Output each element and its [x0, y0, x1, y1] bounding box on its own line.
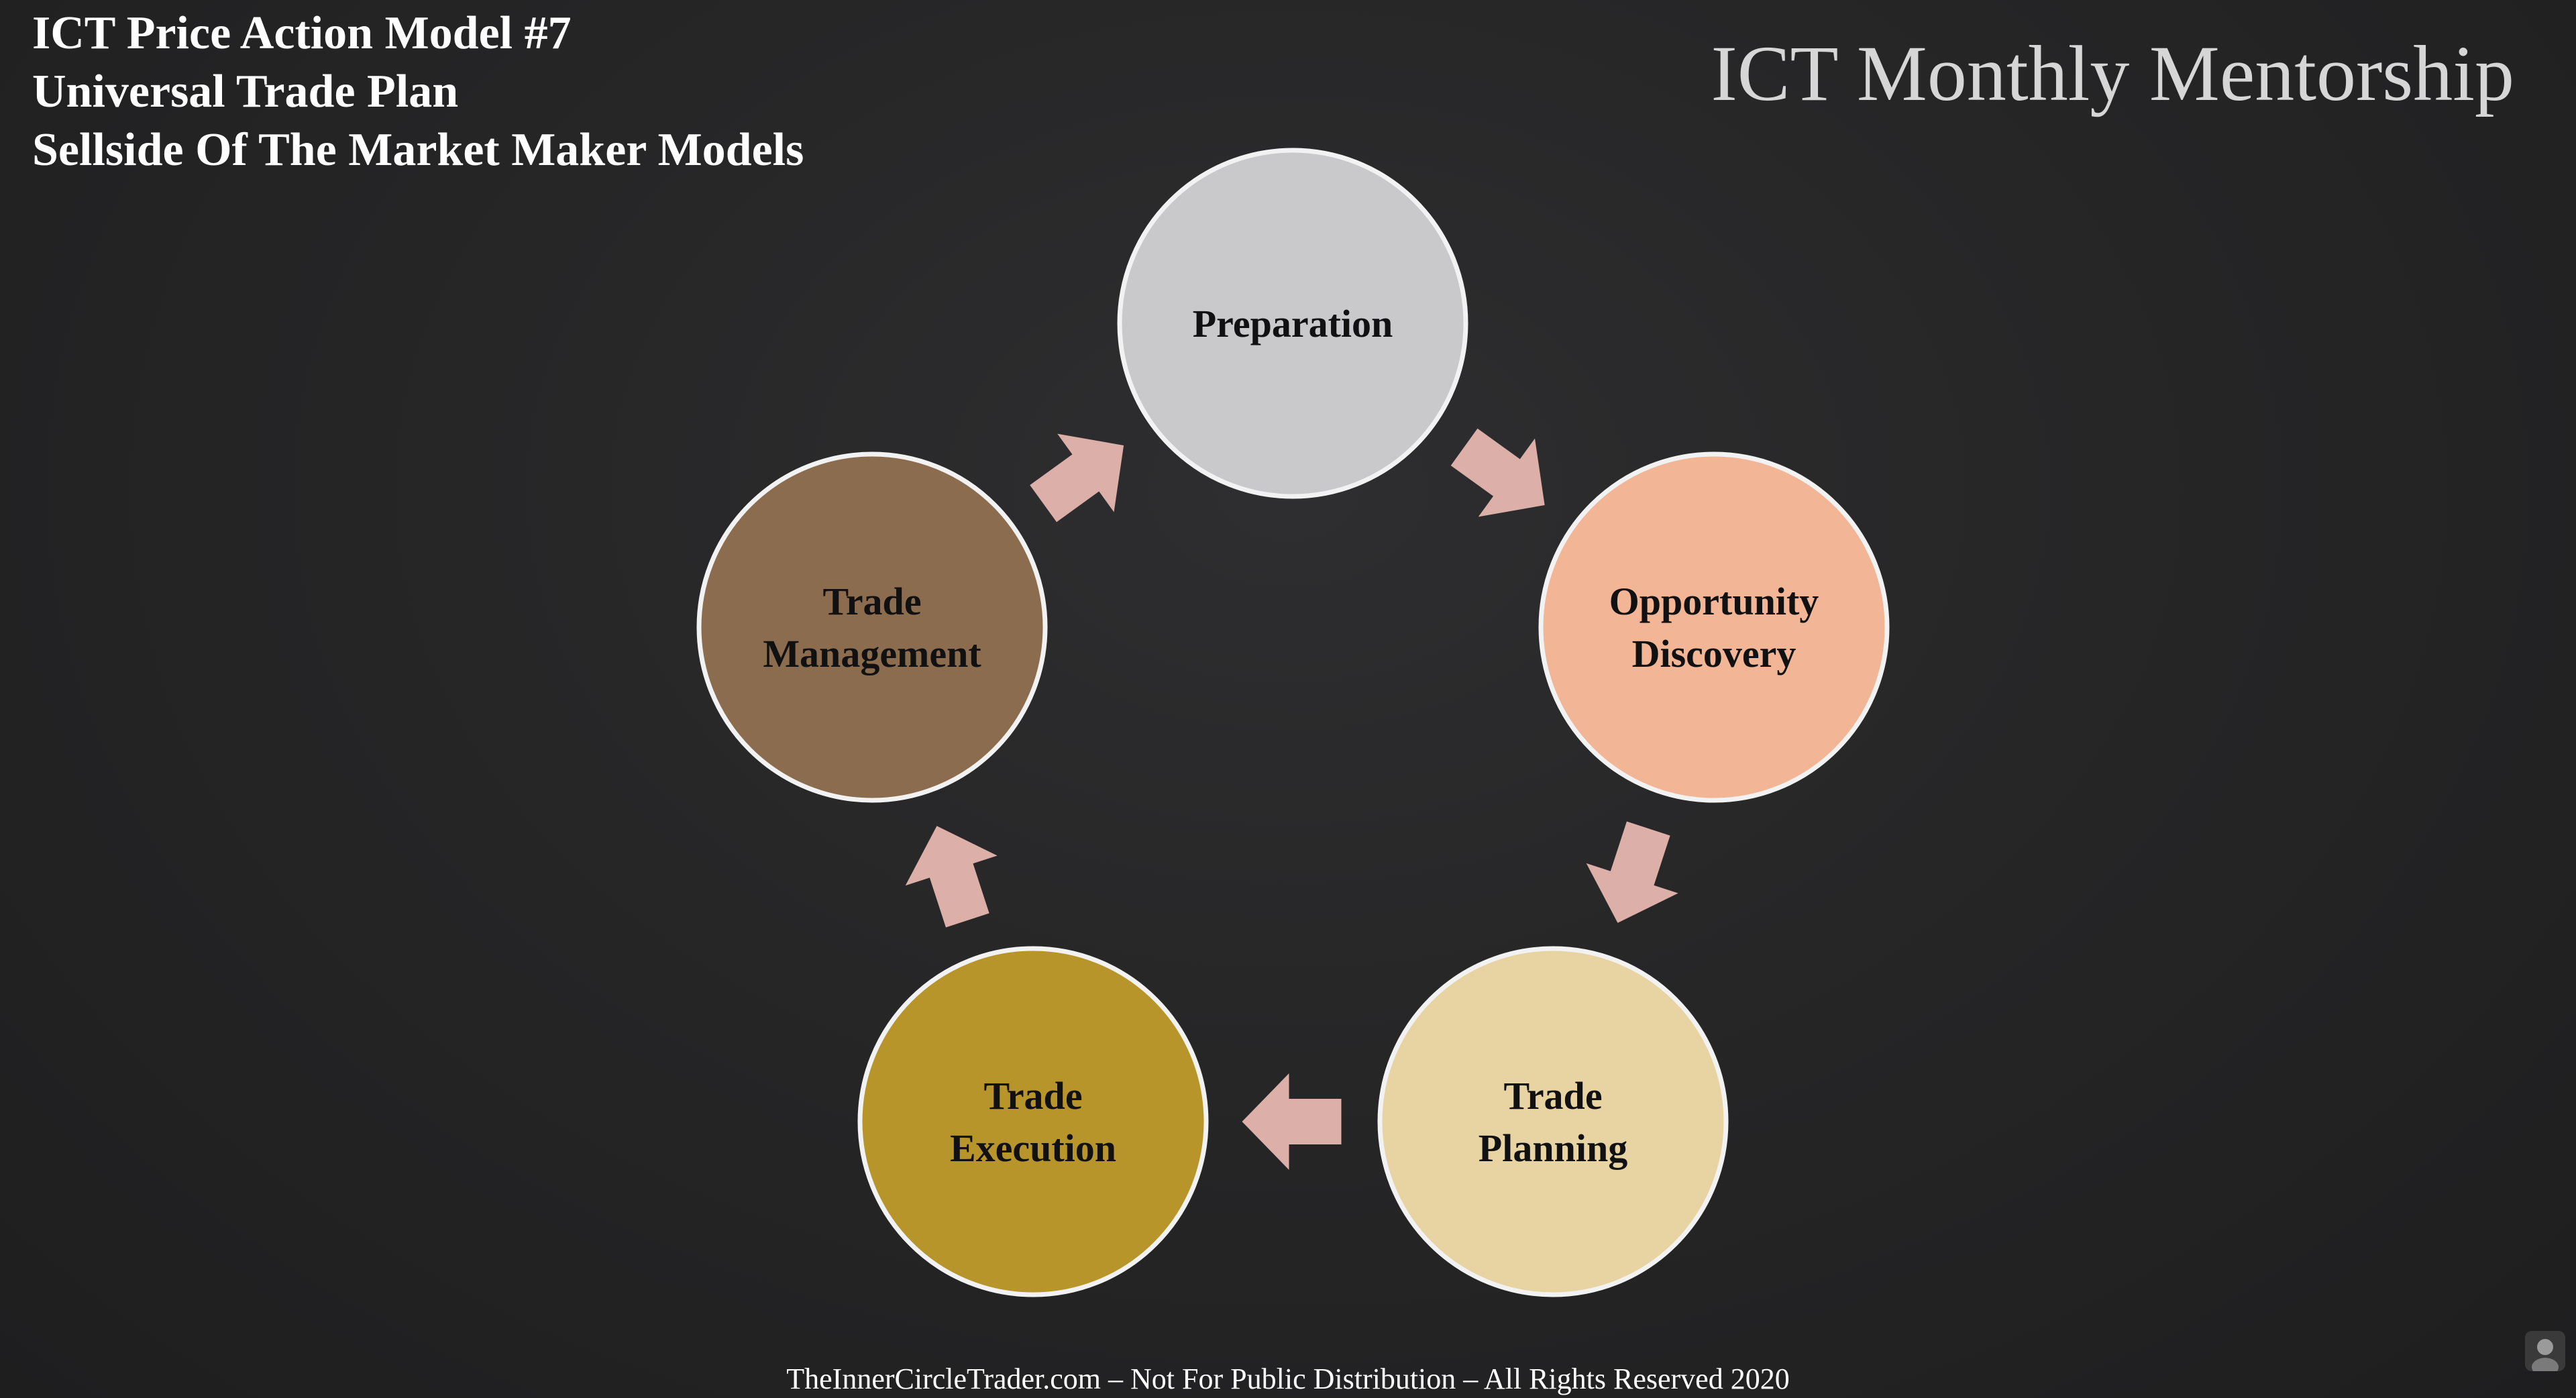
arrow-shape — [905, 826, 998, 928]
node-circle — [1377, 946, 1729, 1297]
node-label: Preparation — [1193, 302, 1393, 345]
cycle-arrow-5 — [1030, 433, 1124, 523]
node-circle — [857, 946, 1209, 1297]
presenter-avatar-icon — [2525, 1331, 2565, 1371]
node-circle — [1538, 451, 1890, 803]
footer-copyright: TheInnerCircleTrader.com – Not For Publi… — [786, 1362, 1790, 1395]
arrow-shape — [1242, 1073, 1342, 1170]
arrow-shape — [1586, 821, 1678, 923]
node-preparation: Preparation — [1117, 148, 1468, 499]
arrow-shape — [1450, 428, 1545, 517]
cycle-arrow-1 — [1450, 428, 1545, 517]
title-line-2: Universal Trade Plan — [32, 66, 459, 117]
slide-title: ICT Price Action Model #7 Universal Trad… — [32, 4, 804, 179]
node-label: Execution — [950, 1126, 1116, 1170]
node-label: Trade — [822, 580, 921, 623]
cycle-arrow-2 — [1586, 821, 1678, 923]
node-label: Management — [763, 632, 981, 676]
node-circle — [1117, 148, 1468, 499]
arrow-shape — [1030, 433, 1124, 523]
title-line-3: Sellside Of The Market Maker Models — [32, 124, 804, 176]
node-label: Trade — [1503, 1074, 1602, 1118]
node-label: Opportunity — [1609, 580, 1819, 623]
brand-title: ICT Monthly Mentorship — [1711, 30, 2514, 117]
title-line-1: ICT Price Action Model #7 — [32, 7, 572, 59]
node-label: Trade — [983, 1074, 1082, 1118]
node-label: Discovery — [1632, 632, 1796, 676]
node-circle — [696, 451, 1048, 803]
node-label: Planning — [1479, 1126, 1627, 1170]
cycle-arrow-4 — [905, 826, 998, 928]
cycle-arrow-3 — [1242, 1073, 1342, 1170]
